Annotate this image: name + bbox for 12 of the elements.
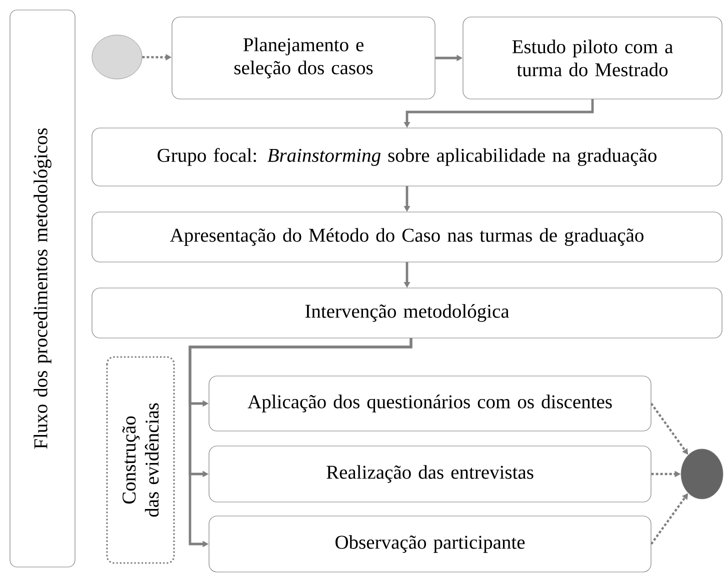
group-box: Construção das evidências: [106, 356, 175, 564]
process-box: Estudo piloto com a turma do Mestrado: [462, 16, 722, 100]
process-box: Grupo focal: Brainstorming sobre aplicabilidade na graduação: [92, 128, 722, 186]
process-box: Intervenção metodológica: [92, 288, 722, 338]
process-box: Observação participante: [208, 516, 652, 572]
process-box: Planejamento e seleção dos casos: [172, 16, 436, 100]
side-band: Fluxo dos procedimentos metodológicos: [10, 10, 76, 568]
process-box: Realização das entrevistas: [208, 446, 652, 502]
process-box: Apresentação do Método do Caso nas turmas de graduação: [92, 212, 722, 262]
process-box: Aplicação dos questionários com os discentes: [208, 376, 652, 432]
circle-node: [680, 448, 724, 500]
circle-node: [92, 34, 142, 80]
